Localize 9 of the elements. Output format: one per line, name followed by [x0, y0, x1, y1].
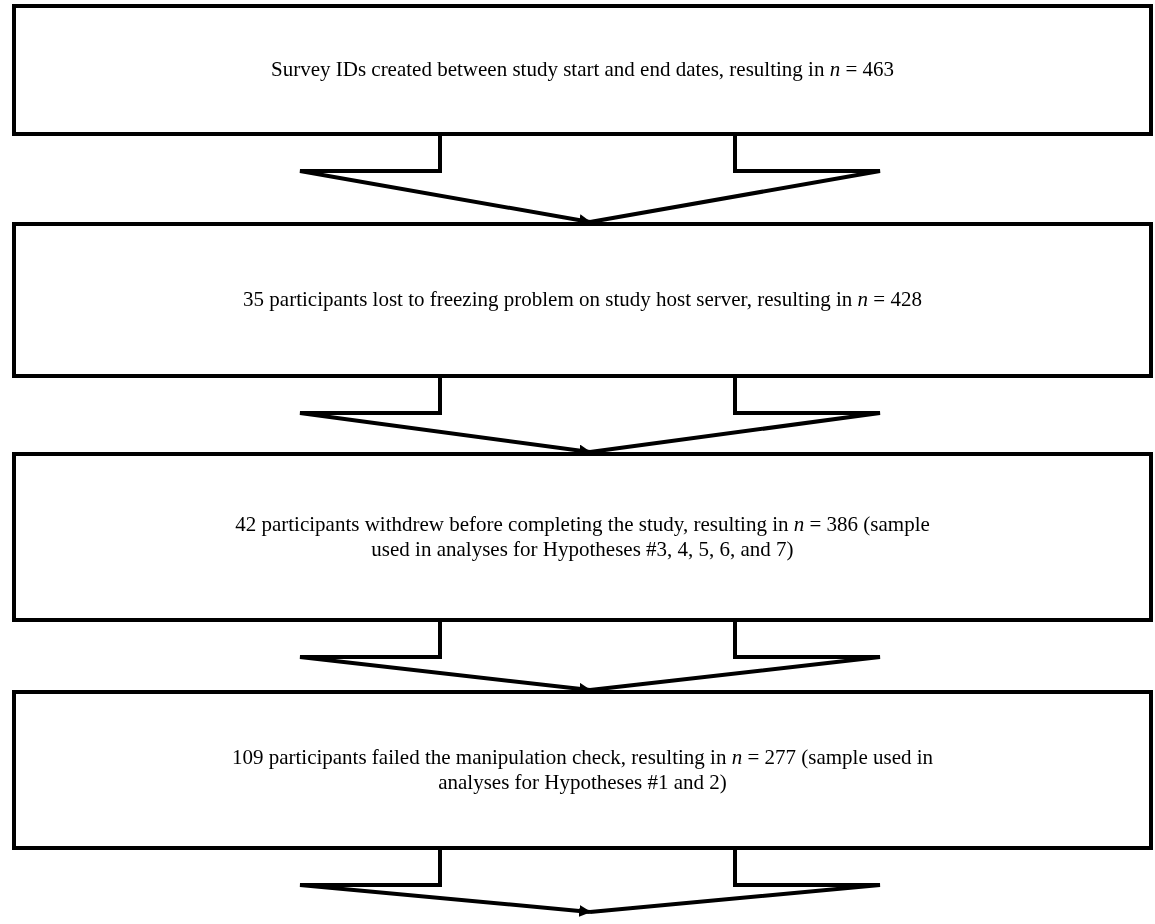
box-text: 42 participants withdrew before completing the study, resulting in n = 386 (sample used in analyses for Hypotheses #3, 4, 5, 6, and 7) [234, 511, 931, 563]
process-box [12, 222, 1153, 378]
process-box [12, 4, 1153, 136]
box-text: Survey IDs created between study start and end dates, resulting in n = 463 [271, 57, 894, 83]
block-arrow [298, 848, 882, 917]
process-box [12, 690, 1153, 850]
box-text: 35 participants lost to freezing problem on study host server, resulting in n = 428 [243, 287, 922, 313]
box-text: 109 participants failed the manipulation check, resulting in n = 277 (sample used in analyses for Hypotheses #1 and 2) [230, 744, 935, 796]
process-box [12, 452, 1153, 622]
